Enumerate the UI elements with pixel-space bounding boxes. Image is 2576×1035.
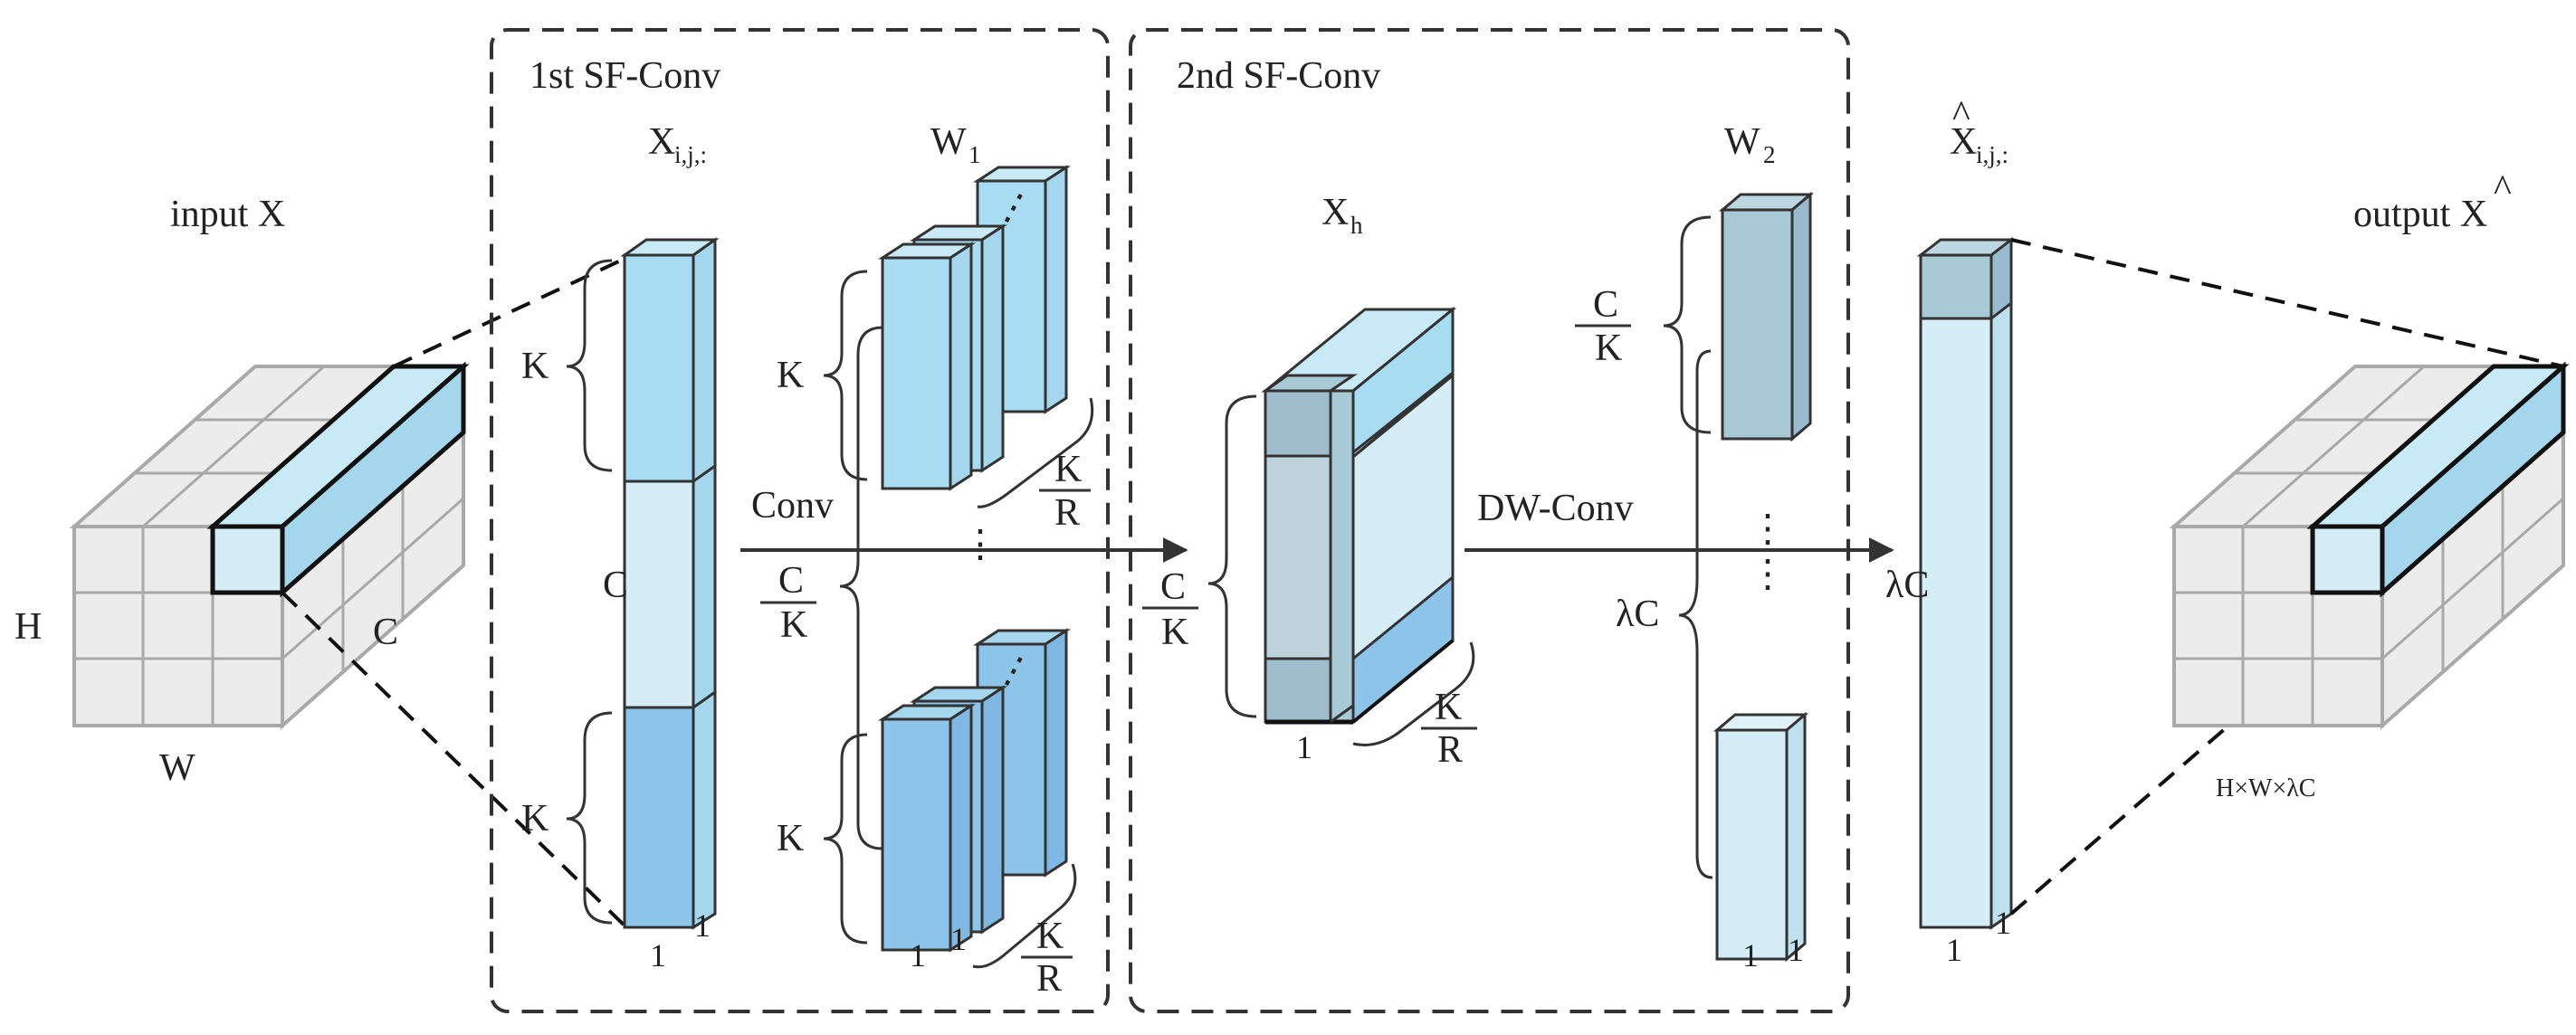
w1-k-label-bottom: K: [777, 818, 804, 859]
svg-text:W: W: [1724, 121, 1760, 163]
w1-k-brace-bottom: [823, 733, 868, 945]
xh-label: X h: [1321, 192, 1363, 239]
w1-k-label-top: K: [777, 355, 804, 396]
w1-one-bottom-b: 1: [950, 921, 967, 957]
xij-label: X i,j,:: [648, 121, 707, 168]
w1-kr-fraction-top: K R: [1039, 449, 1091, 534]
w1-kr-fraction-bottom: K R: [1021, 916, 1073, 1000]
w1-ck-fraction: C K: [760, 560, 816, 646]
xh-ck-brace: [1207, 394, 1257, 718]
input-highlighted-column: [206, 361, 470, 598]
output-tensor: output X ^ H×W×λC: [2169, 168, 2570, 802]
w2-label: W 2: [1724, 121, 1776, 168]
output-dims-label: H×W×λC: [2216, 774, 2315, 802]
w1-dots-middle: ⋮: [961, 524, 999, 565]
xh-block: [1261, 306, 1457, 726]
dw-conv-label: DW-Conv: [1477, 488, 1634, 529]
svg-text:2: 2: [1763, 141, 1776, 168]
xij-k-brace-top: [566, 259, 613, 472]
input-c-label: C: [373, 612, 398, 653]
xh-kr-brace: [1352, 641, 1475, 746]
xh-ck-fraction: C K: [1142, 566, 1198, 653]
w2-ck-brace: [1663, 215, 1712, 434]
w2-one-a: 1: [1742, 937, 1759, 973]
svg-text:C: C: [1593, 284, 1618, 326]
output-highlighted-column: [2306, 361, 2570, 598]
svg-text:h: h: [1350, 212, 1363, 239]
w1-filter-stack-bottom: [877, 628, 1072, 953]
svg-text:W: W: [930, 121, 967, 163]
xhat-one-bottom: 1: [1946, 932, 1962, 968]
xij-column: [620, 237, 720, 930]
w2-lambda-c-label: λC: [1616, 593, 1659, 635]
xhat-column: [1916, 236, 2016, 930]
svg-text:K: K: [1435, 687, 1462, 728]
input-h-label: H: [14, 606, 42, 648]
xij-k-brace-bottom: [566, 711, 613, 925]
w2-ck-fraction: C K: [1575, 284, 1631, 369]
w1-one-bottom-a: 1: [910, 937, 926, 973]
svg-text:^: ^: [2494, 168, 2512, 210]
w1-label: W 1: [930, 121, 981, 168]
second-sf-conv-box: 2nd SF-Conv X h 1 C K: [1129, 28, 1850, 1013]
xh-kr-fraction: K R: [1421, 687, 1477, 771]
input-label: input X: [170, 194, 285, 235]
svg-text:i,j,:: i,j,:: [674, 141, 707, 168]
first-sf-conv-title: 1st SF-Conv: [530, 55, 720, 97]
svg-text:C: C: [778, 560, 804, 602]
xij-k-label-top: K: [521, 346, 549, 387]
svg-text:K: K: [1595, 328, 1622, 369]
w1-filter-stack-top: [877, 165, 1072, 491]
svg-text:R: R: [1054, 492, 1080, 534]
svg-text:1: 1: [968, 141, 981, 168]
svg-text:C: C: [1160, 566, 1186, 608]
xhat-label: X ^ i,j,:: [1950, 94, 2008, 168]
xhat-lambda-c-label: λC: [1885, 565, 1929, 606]
output-label: output X ^: [2353, 168, 2512, 235]
xij-c-label: C: [603, 565, 628, 606]
svg-text:output X: output X: [2353, 194, 2487, 235]
svg-text:X: X: [648, 121, 675, 163]
input-w-label: W: [159, 747, 196, 789]
input-tensor: input X H W C: [14, 194, 470, 789]
svg-text:K: K: [1161, 612, 1188, 653]
second-sf-conv-title: 2nd SF-Conv: [1177, 55, 1380, 97]
svg-text:X: X: [1950, 121, 1977, 163]
svg-text:^: ^: [1952, 94, 1970, 136]
w1-kr-brace-top: [977, 397, 1094, 508]
svg-text:K: K: [1054, 449, 1082, 490]
first-sf-conv-box: 1st SF-Conv X i,j,: W 1 C 1 1 K K: [490, 28, 1110, 1013]
svg-text:K: K: [1036, 916, 1064, 957]
w2-dots-middle-2: ⋮: [1749, 554, 1787, 595]
xij-one-depth: 1: [694, 907, 711, 944]
w1-k-brace-top: [823, 270, 868, 481]
w2-one-b: 1: [1788, 932, 1804, 968]
w2-filter-bottom: [1713, 711, 1809, 963]
svg-text:X: X: [1321, 192, 1349, 233]
xhat-one-depth: 1: [1995, 905, 2011, 941]
svg-text:R: R: [1437, 729, 1463, 771]
w2-dots-middle: ⋮: [1749, 508, 1787, 550]
w1-ck-brace: [839, 326, 883, 850]
xh-one-label: 1: [1296, 729, 1312, 765]
w2-lambda-c-brace: [1678, 349, 1713, 879]
svg-text:i,j,:: i,j,:: [1976, 141, 2008, 168]
svg-text:R: R: [1036, 958, 1062, 1000]
conv-label: Conv: [751, 485, 834, 527]
xij-one-bottom: 1: [650, 937, 666, 973]
w1-kr-brace-bottom: [972, 863, 1077, 969]
svg-text:K: K: [780, 604, 807, 646]
xij-k-label-bottom: K: [521, 798, 549, 840]
w2-filter-top: [1718, 191, 1815, 442]
